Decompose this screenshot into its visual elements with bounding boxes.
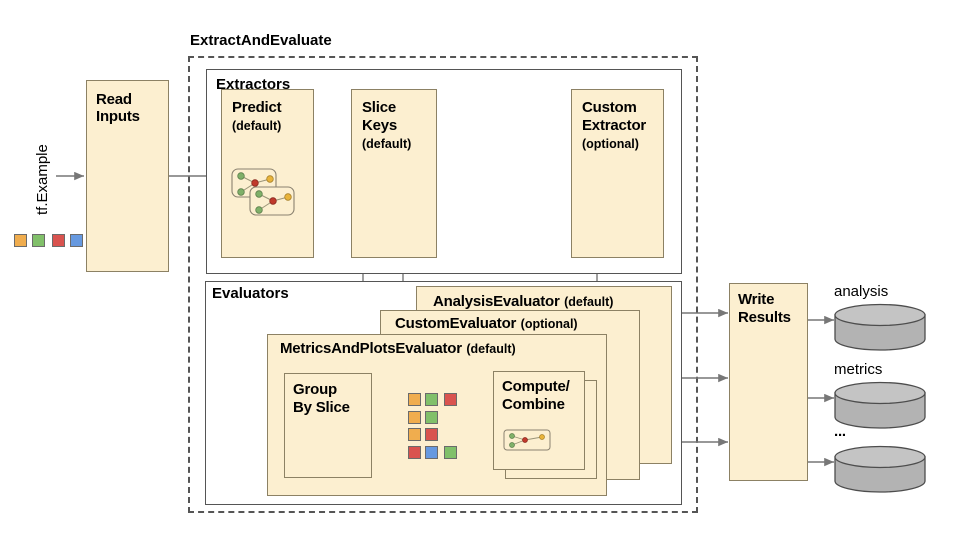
read-inputs-label-line1: Read <box>96 91 132 108</box>
write-results-box[interactable]: Write Results <box>729 283 808 481</box>
analysis-evaluator-title: AnalysisEvaluator <box>433 293 560 310</box>
slice-swatch <box>408 428 421 441</box>
group-by-slice-box[interactable]: Group By Slice <box>284 373 372 478</box>
output-analysis-label: analysis <box>834 283 926 301</box>
write-results-line2: Results <box>738 309 791 326</box>
slice-swatch <box>425 446 438 459</box>
output-analysis-cylinder[interactable] <box>834 303 926 351</box>
slice-swatch <box>444 393 457 406</box>
output-other-label-text: ... <box>834 423 846 440</box>
slice-swatch <box>408 411 421 424</box>
extractor-custom-box[interactable]: Custom Extractor (optional) <box>571 89 664 258</box>
output-other-label: ... <box>834 423 926 441</box>
extractor-slice-keys-qualifier: (default) <box>362 137 412 151</box>
slice-swatch-matrix <box>408 393 468 471</box>
custom-evaluator-qualifier: (optional) <box>520 317 578 331</box>
input-swatch-strip <box>14 234 86 250</box>
extractor-predict-title: Predict <box>232 99 282 116</box>
metrics-and-plots-evaluator-title: MetricsAndPlotsEvaluator <box>280 340 462 357</box>
slice-swatch <box>444 446 457 459</box>
compute-combine-line2: Combine <box>502 396 565 413</box>
extractor-predict-qualifier: (default) <box>232 119 282 133</box>
extractor-slice-keys-title-line1: Slice <box>362 99 397 116</box>
extractor-custom-title-line1: Custom <box>582 99 637 116</box>
slice-swatch <box>425 393 438 406</box>
extractor-custom-qualifier: (optional) <box>582 137 639 151</box>
group-by-slice-line1: Group <box>293 381 337 398</box>
write-results-line1: Write <box>738 291 775 308</box>
graph-nodes-icon <box>503 429 551 451</box>
swatch-red <box>52 234 65 247</box>
slice-swatch <box>408 446 421 459</box>
slice-swatch <box>408 393 421 406</box>
output-metrics-cylinder[interactable] <box>834 381 926 429</box>
evaluators-label: Evaluators <box>212 285 289 302</box>
extract-and-evaluate-title: ExtractAndEvaluate <box>190 32 332 50</box>
group-by-slice-line2: By Slice <box>293 399 350 416</box>
custom-evaluator-title: CustomEvaluator <box>395 315 517 332</box>
compute-combine-line1: Compute/ <box>502 378 570 395</box>
output-metrics-label: metrics <box>834 361 926 379</box>
extractor-slice-keys-box[interactable]: Slice Keys (default) <box>351 89 437 258</box>
graph-nodes-icon <box>231 168 295 216</box>
output-other-cylinder[interactable] <box>834 445 926 493</box>
analysis-evaluator-qualifier: (default) <box>564 295 614 309</box>
slice-swatch <box>425 411 438 424</box>
read-inputs-box[interactable]: Read Inputs <box>86 80 169 272</box>
swatch-blue <box>70 234 83 247</box>
slice-swatch <box>425 428 438 441</box>
read-inputs-label-line2: Inputs <box>96 108 140 125</box>
tf-example-text: tf.Example <box>34 144 51 215</box>
swatch-orange <box>14 234 27 247</box>
extract-and-evaluate-title-text: ExtractAndEvaluate <box>190 32 332 49</box>
extractor-slice-keys-title-line2: Keys <box>362 117 398 134</box>
metrics-and-plots-evaluator-qualifier: (default) <box>466 342 516 356</box>
extractors-label: Extractors <box>216 76 291 93</box>
extractor-predict-box[interactable]: Predict (default) <box>221 89 314 258</box>
extract-and-evaluate-container <box>188 56 698 513</box>
output-analysis-label-text: analysis <box>834 283 889 300</box>
swatch-green <box>32 234 45 247</box>
extractor-custom-title-line2: Extractor <box>582 117 647 134</box>
compute-combine-box[interactable]: Compute/ Combine <box>493 371 585 470</box>
output-metrics-label-text: metrics <box>834 361 883 378</box>
